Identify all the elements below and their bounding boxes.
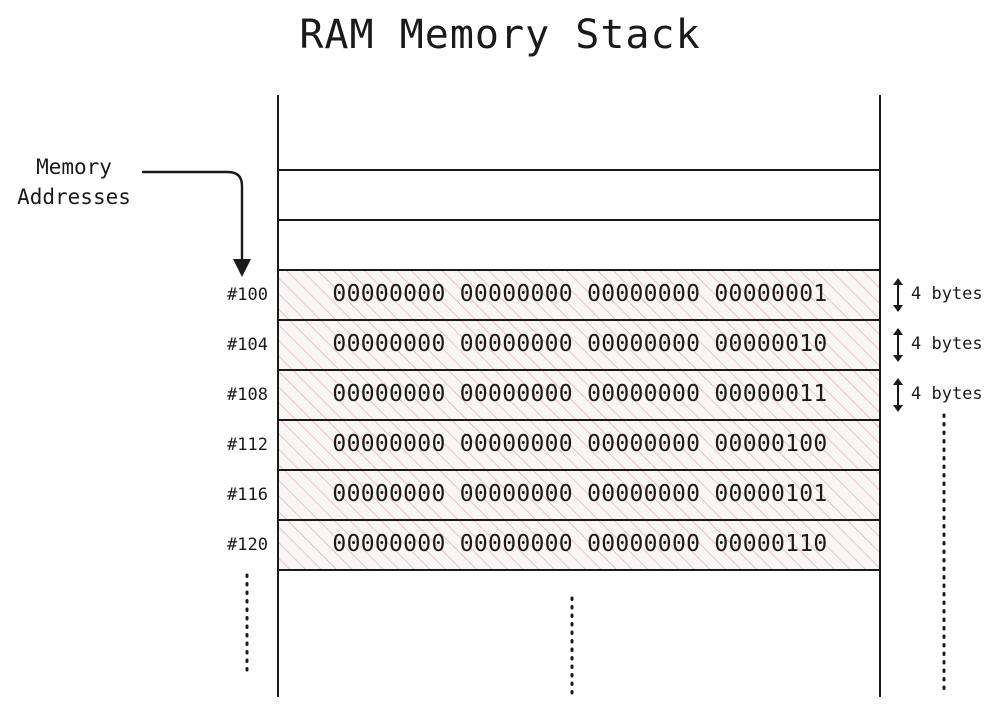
memory-cell-value: 00000000 00000000 00000000 00000101	[332, 481, 828, 507]
size-arrowhead-down	[893, 405, 903, 412]
memory-address-label: #108	[227, 385, 268, 405]
size-label: 4 bytes	[911, 284, 983, 304]
memory-addresses-label-line: Memory	[36, 155, 112, 179]
size-arrowhead-up	[893, 328, 903, 335]
memory-cell	[277, 519, 881, 571]
memory-cell-value: 00000000 00000000 00000000 00000110	[332, 531, 828, 557]
memory-cell	[277, 469, 881, 521]
size-label: 4 bytes	[911, 334, 983, 354]
memory-addresses-label-line: Addresses	[17, 185, 131, 209]
memory-address-label: #120	[227, 535, 268, 555]
memory-cell	[277, 419, 881, 471]
pointer-arrowhead	[233, 259, 251, 277]
memory-address-label: #100	[227, 285, 268, 305]
size-arrowhead-down	[893, 305, 903, 312]
memory-address-label: #104	[227, 335, 268, 355]
memory-cell	[277, 319, 881, 371]
memory-cell-value: 00000000 00000000 00000000 00000100	[332, 431, 828, 457]
memory-cell-value: 00000000 00000000 00000000 00000011	[332, 381, 828, 407]
memory-address-label: #112	[227, 435, 268, 455]
memory-cells	[277, 269, 881, 571]
memory-cell-value: 00000000 00000000 00000000 00000010	[332, 331, 828, 357]
size-label: 4 bytes	[911, 384, 983, 404]
memory-addresses-label: Memory Addresses	[6, 152, 142, 212]
size-arrowhead-down	[893, 355, 903, 362]
empty-slot	[277, 169, 881, 221]
size-arrowhead-up	[893, 278, 903, 285]
memory-cell	[277, 369, 881, 421]
empty-slot	[277, 219, 881, 271]
size-markers	[893, 278, 903, 412]
diagram-title: RAM Memory Stack	[299, 12, 701, 58]
pointer-arrow	[141, 170, 244, 264]
memory-address-label: #116	[227, 485, 268, 505]
size-arrowhead-up	[893, 378, 903, 385]
memory-cell	[277, 269, 881, 321]
memory-cell-value: 00000000 00000000 00000000 00000001	[332, 281, 828, 307]
